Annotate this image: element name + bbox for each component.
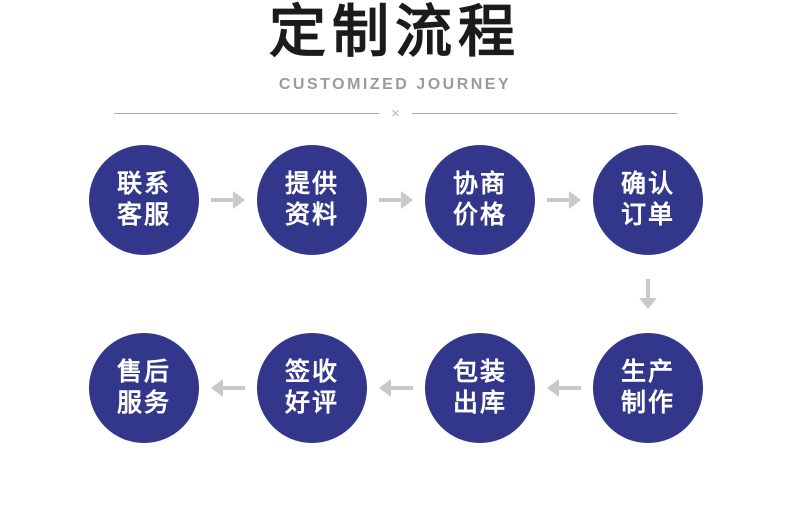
arrow-right-icon (547, 190, 581, 210)
arrow-head (379, 379, 391, 397)
page-subtitle: CUSTOMIZED JOURNEY (278, 76, 512, 93)
arrow-head (639, 298, 657, 309)
step-label-line: 服务 (116, 389, 171, 417)
arrow-head (211, 379, 223, 397)
divider-x-mark: × (391, 104, 400, 122)
step-circle-provide-materials: 提供 资料 (257, 145, 367, 255)
page-title: 定制流程 (269, 0, 521, 64)
arrow-right-icon (379, 190, 413, 210)
step-label-line: 出库 (452, 389, 507, 417)
arrow-shaft (646, 279, 650, 299)
step-label-line: 联系 (116, 170, 171, 198)
arrow-left-icon (379, 378, 413, 398)
step-label-line: 签收 (284, 358, 339, 386)
step-circle-pack-ship: 包装 出库 (425, 333, 535, 443)
arrow-shaft (557, 386, 581, 390)
arrow-head (401, 191, 413, 209)
arrow-shaft (211, 198, 235, 202)
arrow-shaft (221, 386, 245, 390)
step-circle-after-sales-service: 售后 服务 (89, 333, 199, 443)
step-label-line: 客服 (116, 201, 171, 229)
step-circle-confirm-order: 确认 订单 (593, 145, 703, 255)
arrow-head (569, 191, 581, 209)
arrow-head (547, 379, 559, 397)
step-label-line: 确认 (620, 170, 675, 198)
step-label-line: 价格 (452, 201, 507, 229)
arrow-shaft (547, 198, 571, 202)
step-label-line: 生产 (620, 358, 675, 386)
divider: × (114, 104, 678, 122)
arrow-down-icon (638, 279, 658, 309)
step-circle-sign-review: 签收 好评 (257, 333, 367, 443)
arrow-head (233, 191, 245, 209)
step-label-line: 制作 (620, 389, 675, 417)
arrow-left-icon (211, 378, 245, 398)
step-label-line: 好评 (284, 389, 339, 417)
step-label-line: 提供 (284, 170, 339, 198)
arrow-left-icon (547, 378, 581, 398)
divider-line-right (411, 112, 678, 114)
step-circle-contact-service: 联系 客服 (89, 145, 199, 255)
divider-line-left (114, 112, 380, 114)
step-label-line: 包装 (452, 358, 507, 386)
arrow-shaft (389, 386, 413, 390)
step-label-line: 协商 (452, 170, 507, 198)
arrow-right-icon (211, 190, 245, 210)
step-circle-negotiate-price: 协商 价格 (425, 145, 535, 255)
step-circle-production: 生产 制作 (593, 333, 703, 443)
step-label-line: 售后 (116, 358, 171, 386)
step-label-line: 资料 (284, 201, 339, 229)
arrow-shaft (379, 198, 403, 202)
step-label-line: 订单 (620, 201, 675, 229)
